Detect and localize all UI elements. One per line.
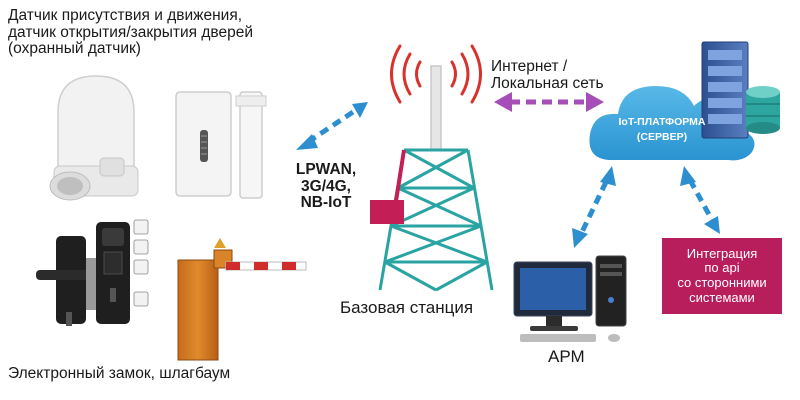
- network-link-arrow: [494, 92, 604, 112]
- signal-waves-icon: [390, 44, 482, 104]
- integration-box: Интеграция по api со сторонними системам…: [662, 238, 782, 314]
- database-icon: [746, 86, 780, 134]
- radio-protocols-label: LPWAN, 3G/4G, NB-IoT: [295, 161, 357, 212]
- electronic-lock-icon: [36, 219, 149, 326]
- sensor-caption: Датчик присутствия и движения, датчик от…: [8, 7, 253, 58]
- lock-barrier-caption: Электронный замок, шлагбаум: [8, 365, 231, 382]
- iot-platform-label: IoT-ПЛАТФОРМА (СЕРВЕР): [618, 116, 706, 144]
- workstation-label: АРМ: [548, 347, 585, 366]
- base-station-label: Базовая станция: [340, 298, 474, 317]
- motion-sensor-icon: [49, 75, 139, 201]
- network-label: Интернет / Локальная сеть: [491, 58, 604, 92]
- server-icon: [701, 41, 749, 139]
- workstation-icon: [513, 255, 627, 342]
- workstation-link-arrow: [572, 166, 616, 248]
- integration-link-arrow: [680, 166, 720, 234]
- base-station-tower-icon: [370, 65, 494, 292]
- door-sensor-icon: [175, 91, 267, 199]
- radio-link-arrow: [296, 102, 368, 150]
- barrier-gate-icon: [177, 238, 307, 361]
